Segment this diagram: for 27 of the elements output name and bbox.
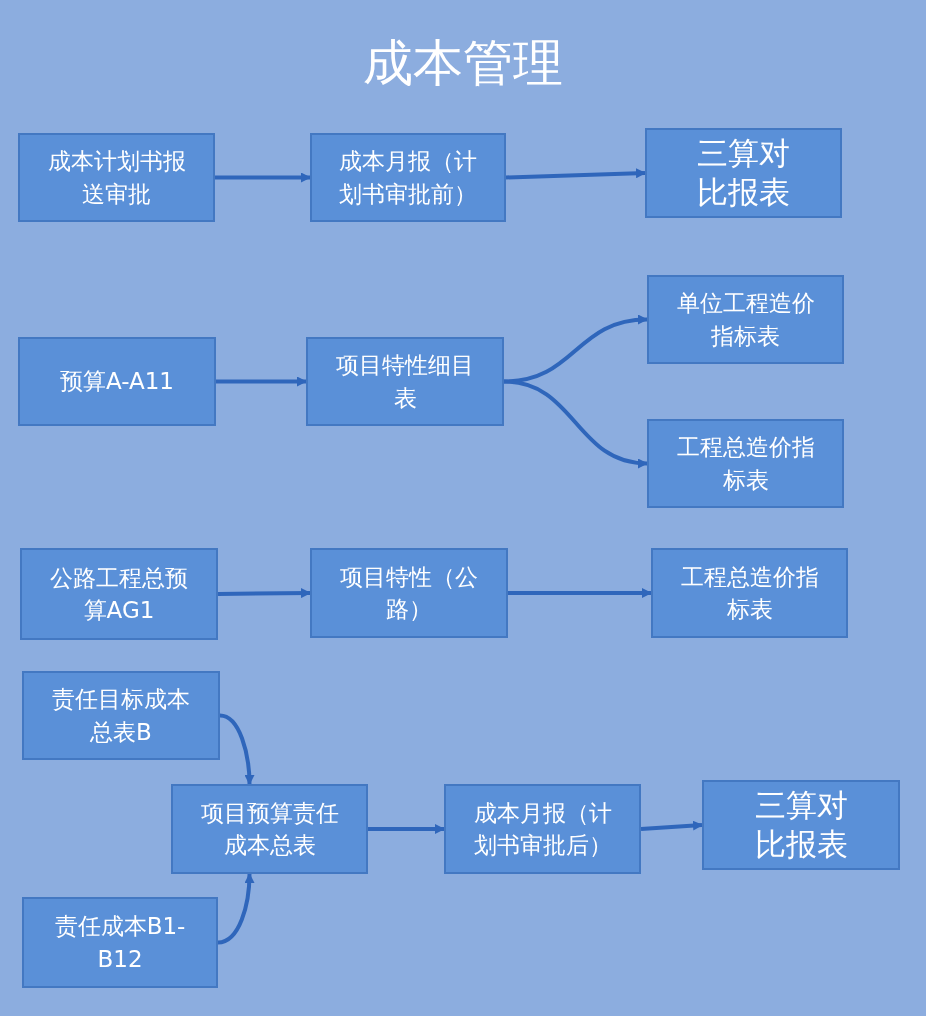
arrow — [508, 588, 652, 598]
process-box: 三算对比报表 — [645, 128, 842, 218]
process-box: 成本计划书报送审批 — [18, 133, 215, 222]
process-box: 三算对比报表 — [702, 780, 900, 870]
arrow — [217, 588, 311, 599]
process-box: 项目预算责任成本总表 — [171, 784, 368, 874]
arrow — [503, 315, 648, 384]
arrow — [217, 873, 255, 945]
process-box: 工程总造价指标表 — [651, 548, 848, 638]
arrow — [216, 376, 307, 387]
arrow — [640, 820, 703, 831]
process-box: 成本月报（计划书审批后） — [444, 784, 641, 874]
arrow — [505, 168, 646, 180]
process-box: 预算A-A11 — [18, 337, 216, 426]
arrow — [215, 172, 311, 183]
arrow — [219, 713, 255, 785]
diagram-title: 成本管理 — [362, 33, 564, 94]
process-box: 责任成本B1-B12 — [22, 897, 218, 988]
arrow — [368, 824, 445, 834]
process-box: 项目特性细目表 — [306, 337, 504, 426]
process-box: 工程总造价指标表 — [647, 419, 844, 508]
process-box: 项目特性（公路） — [310, 548, 508, 638]
arrow — [503, 379, 648, 468]
process-box: 公路工程总预算AG1 — [20, 548, 218, 640]
process-box: 成本月报（计划书审批前） — [310, 133, 506, 222]
process-box: 单位工程造价指标表 — [647, 275, 844, 364]
process-box: 责任目标成本总表B — [22, 671, 220, 760]
